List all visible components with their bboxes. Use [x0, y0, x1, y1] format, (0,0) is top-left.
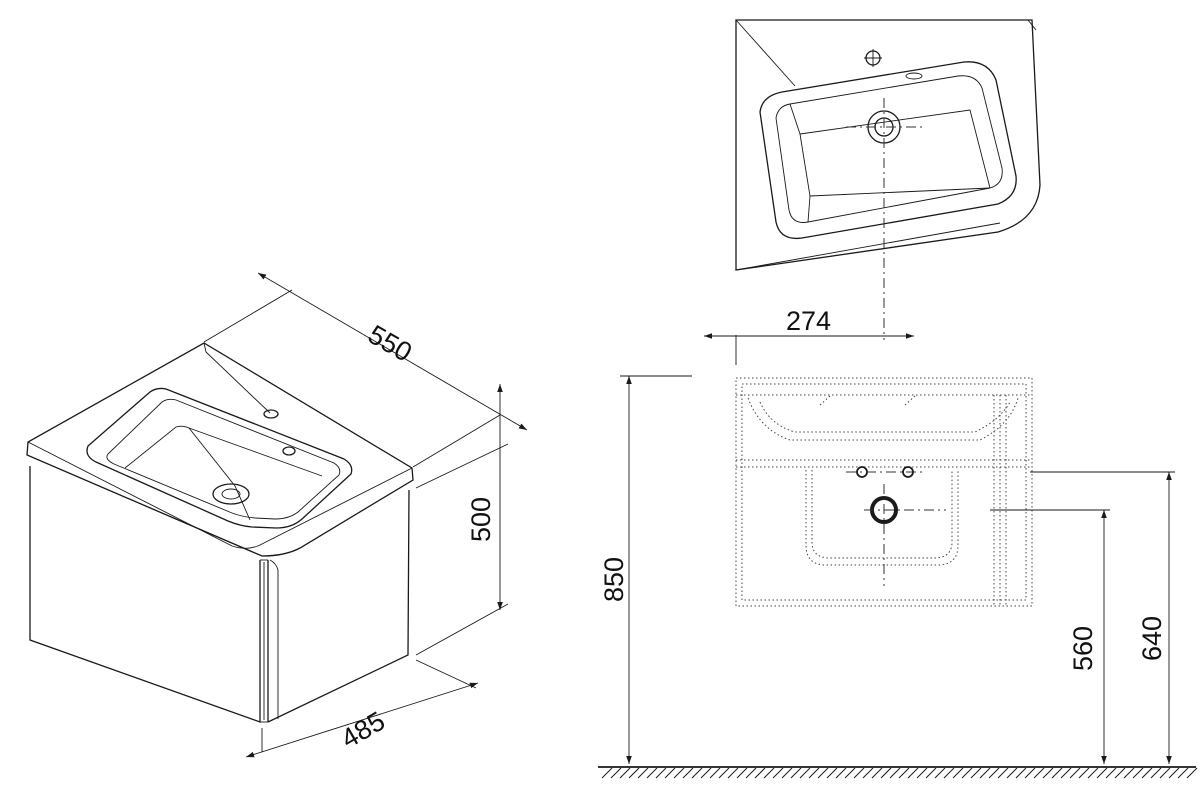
- floor-hatch-line: [763, 767, 775, 779]
- top-bowl-outer: [759, 61, 1017, 240]
- floor-hatch-line: [1177, 767, 1189, 779]
- floor-hatch-line: [619, 767, 631, 779]
- drain-inner: [221, 488, 241, 500]
- floor-hatch-line: [628, 767, 640, 779]
- floor-hatch-line: [988, 767, 1000, 779]
- floor-hatch-line: [817, 767, 829, 779]
- basin-bowl-outer: [86, 387, 353, 529]
- floor-hatch-line: [808, 767, 820, 779]
- floor-hatch-line: [871, 767, 883, 779]
- floor-hatch-line: [970, 767, 982, 779]
- dim-supply-height-label: 640: [1137, 616, 1167, 661]
- floor-hatch-line: [799, 767, 811, 779]
- floor-hatch-line: [646, 767, 658, 779]
- floor-hatch-line: [655, 767, 667, 779]
- floor-hatch-line: [1150, 767, 1162, 779]
- floor-hatch-line: [1114, 767, 1126, 779]
- iso-dimension-width: 550: [203, 272, 528, 468]
- floor-hatch-line: [1051, 767, 1063, 779]
- floor-hatch-line: [790, 767, 802, 779]
- floor-hatch-line: [1132, 767, 1144, 779]
- isometric-view: [26, 342, 414, 723]
- floor-hatch-line: [700, 767, 712, 779]
- floor-hatch-line: [934, 767, 946, 779]
- floor-hatch-line: [1159, 767, 1171, 779]
- floor-hatch-line: [610, 767, 622, 779]
- floor-hatch-line: [826, 767, 838, 779]
- floor-hatch-line: [1141, 767, 1153, 779]
- top-bowl-inner: [775, 75, 1003, 223]
- floor-hatch-line: [1042, 767, 1054, 779]
- floor-hatch-line: [889, 767, 901, 779]
- floor-hatch-line: [664, 767, 676, 779]
- floor-hatch-line: [952, 767, 964, 779]
- floor-hatch-line: [1006, 767, 1018, 779]
- top-view: [735, 19, 1041, 340]
- dimension-tap-offset: 274: [704, 306, 914, 365]
- drain-outer: [212, 483, 250, 505]
- floor-hatch-line: [880, 767, 892, 779]
- floor-hatch-line: [781, 767, 793, 779]
- floor-hatch-line: [673, 767, 685, 779]
- iso-dimension-height: 500: [415, 384, 509, 656]
- floor-hatch-line: [637, 767, 649, 779]
- floor-hatch-line: [979, 767, 991, 779]
- front-basin-profile: [747, 397, 1019, 441]
- floor-hatch-line: [1168, 767, 1180, 779]
- floor-hatch-line: [1186, 767, 1198, 779]
- floor-hatch-line: [1033, 767, 1045, 779]
- iso-dimension-depth: 485: [245, 659, 479, 758]
- floor-hatch-line: [1015, 767, 1027, 779]
- floor-hatch-line: [1024, 767, 1036, 779]
- floor-hatch-line: [943, 767, 955, 779]
- dim-width-label: 550: [363, 319, 417, 368]
- floor-line: [598, 766, 1198, 779]
- floor-hatch-line: [835, 767, 847, 779]
- dimension-basin-height: 850: [599, 375, 692, 764]
- floor-hatch-line: [718, 767, 730, 779]
- dimension-supply-height: 640: [1030, 471, 1175, 764]
- floor-hatch-line: [1096, 767, 1108, 779]
- dim-basin-height-label: 850: [599, 557, 629, 602]
- floor-hatch-line: [925, 767, 937, 779]
- floor-hatch-line: [709, 767, 721, 779]
- floor-hatch-line: [907, 767, 919, 779]
- front-view: [735, 377, 1033, 607]
- floor-hatch-line: [682, 767, 694, 779]
- top-view-outline: [735, 19, 1041, 271]
- floor-hatch-line: [1105, 767, 1117, 779]
- dim-depth-label: 485: [336, 706, 390, 755]
- floor-hatch-line: [898, 767, 910, 779]
- floor-hatch-line: [1123, 767, 1135, 779]
- floor-hatch-line: [736, 767, 748, 779]
- floor-hatch-line: [691, 767, 703, 779]
- tap-hole: [263, 409, 279, 419]
- floor-hatch-line: [1078, 767, 1090, 779]
- basin-bowl-inner: [106, 398, 341, 520]
- floor-hatch-line: [916, 767, 928, 779]
- dim-tap-offset-label: 274: [786, 306, 831, 336]
- floor-hatch-line: [961, 767, 973, 779]
- front-siphon-outline: [805, 470, 959, 566]
- cabinet-front: [29, 466, 261, 723]
- basin-top-outline: [26, 342, 414, 557]
- overflow-hole: [282, 446, 296, 456]
- floor-hatch-line: [997, 767, 1009, 779]
- dim-height-label: 500: [466, 497, 496, 542]
- floor-hatch-line: [1060, 767, 1072, 779]
- floor-hatch-line: [862, 767, 874, 779]
- floor-hatch-line: [844, 767, 856, 779]
- dimension-waste-height: 560: [990, 509, 1110, 764]
- floor-hatch-line: [1087, 767, 1099, 779]
- front-cabinet-outline: [735, 377, 1033, 607]
- dim-waste-height-label: 560: [1068, 626, 1098, 671]
- floor-hatch-line: [772, 767, 784, 779]
- floor-hatch-line: [1069, 767, 1081, 779]
- floor-hatch-line: [745, 767, 757, 779]
- floor-hatch-line: [853, 767, 865, 779]
- floor-hatch-line: [727, 767, 739, 779]
- floor-hatch-line: [754, 767, 766, 779]
- floor-hatch-line: [601, 767, 613, 779]
